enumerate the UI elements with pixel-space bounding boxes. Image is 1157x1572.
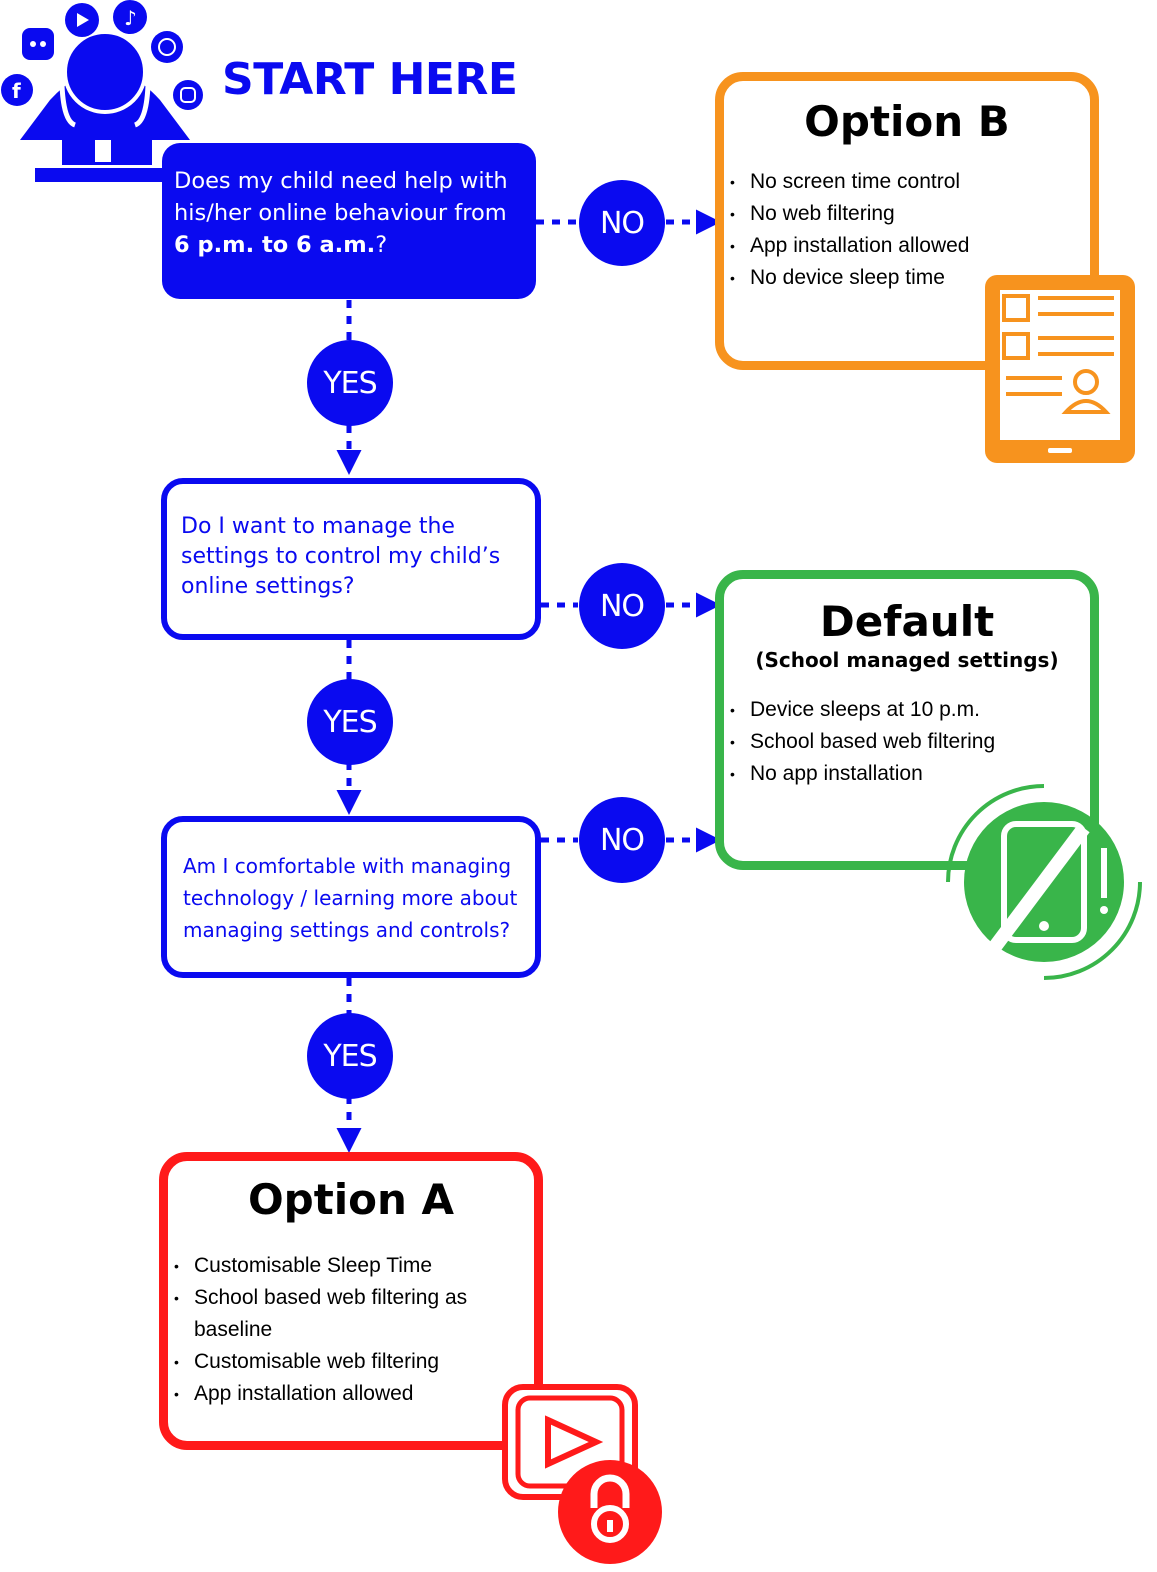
option-a-item: Customisable Sleep Time bbox=[174, 1250, 504, 1282]
no-circle-1: NO bbox=[579, 180, 665, 266]
default-box: Default (School managed settings) Device… bbox=[715, 570, 1099, 870]
option-b-title: Option B bbox=[804, 97, 1010, 146]
option-a-title: Option A bbox=[247, 1175, 455, 1224]
question-1-end: ? bbox=[375, 232, 388, 258]
youtube-icon bbox=[65, 3, 99, 37]
default-subtitle: (School managed settings) bbox=[755, 648, 1059, 672]
question-3: Am I comfortable with managing technolog… bbox=[161, 816, 541, 978]
default-item: Device sleeps at 10 p.m. bbox=[730, 694, 1090, 726]
yes-circle-2: YES bbox=[307, 679, 393, 765]
option-b-item: No device sleep time bbox=[730, 262, 1090, 294]
start-title: START HERE bbox=[222, 54, 518, 105]
question-3-text: Am I comfortable with managing technolog… bbox=[183, 854, 518, 942]
tiktok-icon: ♪ bbox=[113, 0, 147, 34]
question-1-text: Does my child need help with his/her onl… bbox=[174, 168, 508, 226]
option-a-box: Option A Customisable Sleep Time School … bbox=[159, 1152, 543, 1450]
no-circle-3: NO bbox=[579, 797, 665, 883]
option-a-list: Customisable Sleep Time School based web… bbox=[174, 1250, 504, 1410]
option-a-item: Customisable web filtering bbox=[174, 1346, 504, 1378]
option-b-item: No web filtering bbox=[730, 198, 1090, 230]
yes-circle-3: YES bbox=[307, 1013, 393, 1099]
facebook-icon: f bbox=[1, 74, 33, 106]
option-b-item: App installation allowed bbox=[730, 230, 1090, 262]
locked-video-icon bbox=[502, 1384, 662, 1564]
default-item: School based web filtering bbox=[730, 726, 1090, 758]
yes-circle-1: YES bbox=[307, 340, 393, 426]
no-circle-2: NO bbox=[579, 563, 665, 649]
default-list: Device sleeps at 10 p.m. School based we… bbox=[730, 694, 1090, 790]
option-a-item: App installation allowed bbox=[174, 1378, 504, 1410]
default-item: No app installation bbox=[730, 758, 1090, 790]
tablet-profile-icon bbox=[985, 275, 1135, 463]
no-phone-icon bbox=[946, 784, 1142, 980]
instagram-icon bbox=[173, 80, 203, 110]
stressed-person-icon: ♪ f bbox=[1, 0, 203, 182]
discord-icon bbox=[22, 28, 54, 60]
question-1-time: 6 p.m. to 6 a.m. bbox=[174, 232, 376, 258]
question-1: Does my child need help with his/her onl… bbox=[162, 143, 536, 299]
svg-text:f: f bbox=[12, 79, 21, 103]
whatsapp-icon bbox=[151, 31, 183, 63]
option-b-item: No screen time control bbox=[730, 166, 1090, 198]
svg-text:♪: ♪ bbox=[124, 6, 137, 30]
option-a-item: School based web filtering as baseline bbox=[174, 1282, 504, 1346]
question-2-text: Do I want to manage the settings to cont… bbox=[181, 514, 501, 599]
option-b-box: Option B No screen time control No web f… bbox=[715, 72, 1099, 370]
default-title: Default bbox=[819, 597, 995, 646]
question-2: Do I want to manage the settings to cont… bbox=[161, 478, 541, 640]
option-b-list: No screen time control No web filtering … bbox=[730, 166, 1090, 294]
